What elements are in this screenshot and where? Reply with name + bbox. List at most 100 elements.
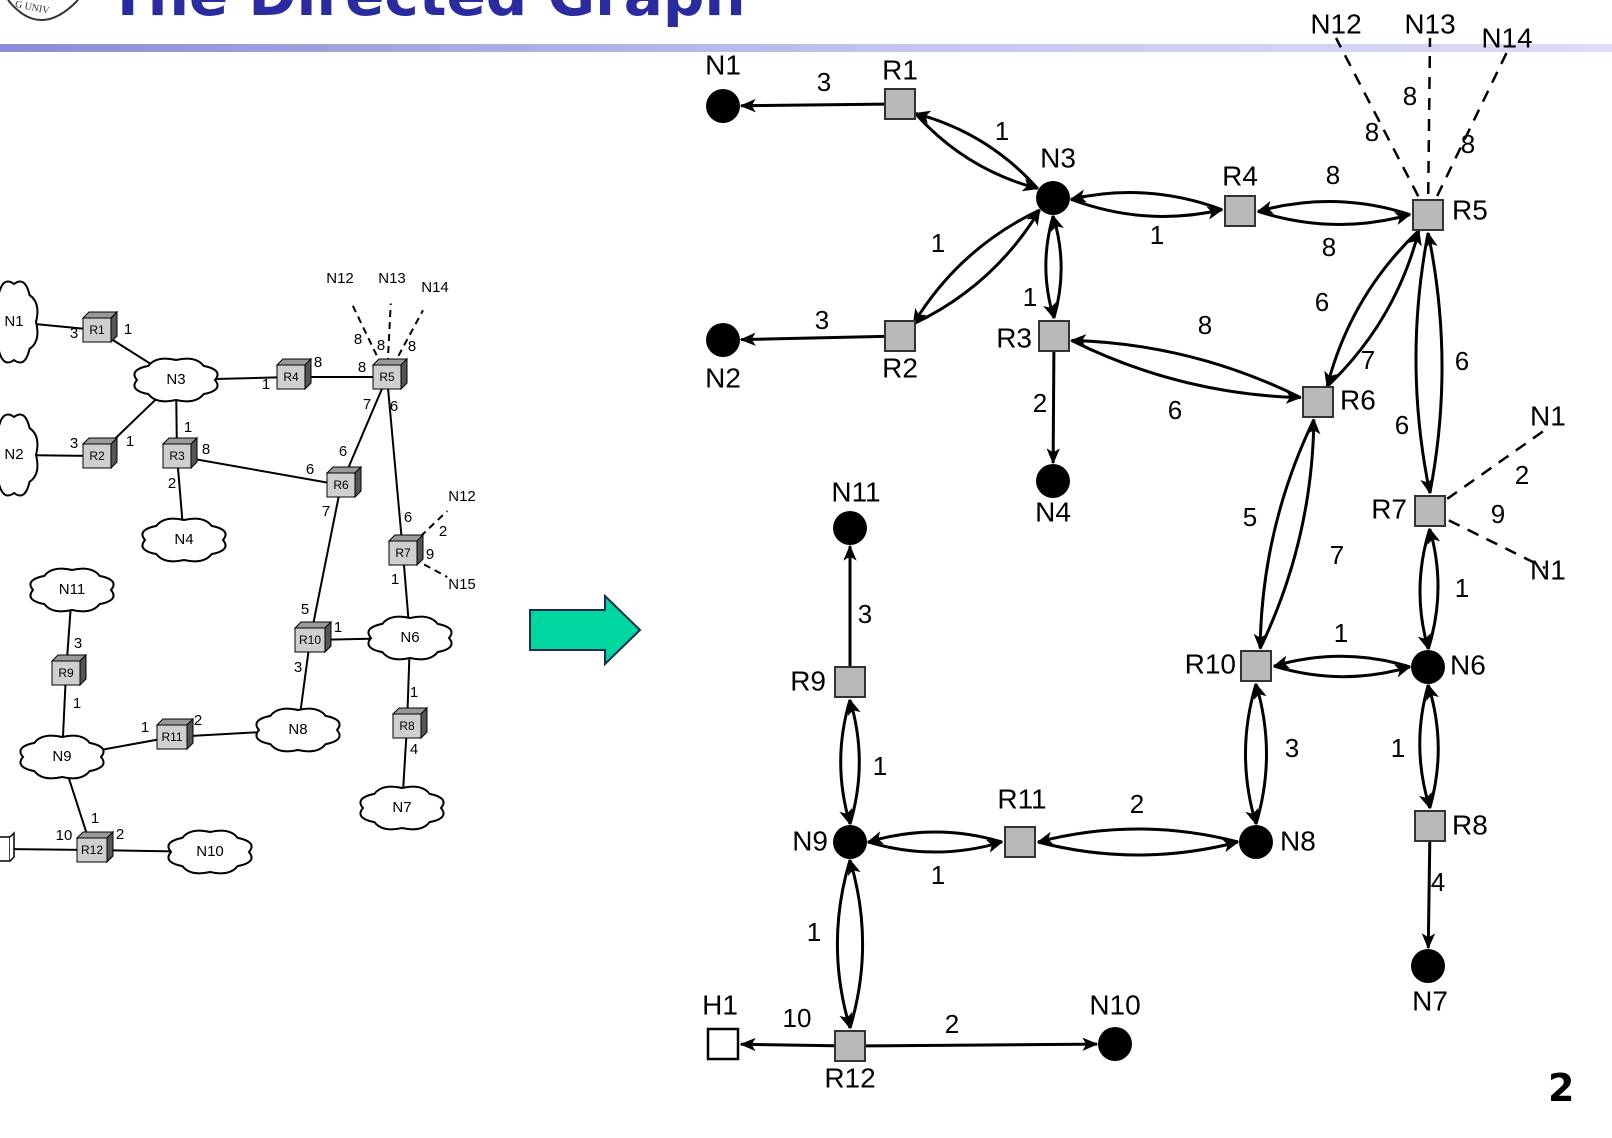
right-network-n2 [706, 323, 740, 357]
right-label-r4: R4 [1222, 160, 1258, 191]
right-edge-r1-n3-back [914, 110, 1039, 190]
right-router-r9 [834, 666, 866, 698]
right-label-n4: N4 [1035, 496, 1071, 527]
right-edge-r1-n1 [739, 98, 885, 113]
right-network-n9 [833, 825, 867, 859]
right-edge-r5-n13-weight: 8 [1403, 81, 1417, 111]
right-edge-r11-n8-weight-a: 2 [1130, 789, 1144, 819]
left-cloud-label-n4: N4 [174, 531, 193, 548]
left-weight-22: 5 [301, 601, 309, 618]
right-edge-r5-n14 [1426, 51, 1509, 216]
right-edge-r4-r5-weight-b: 8 [1322, 232, 1336, 262]
left-router-r2: R2 [81, 436, 119, 470]
right-edge-n9-r11-back [866, 830, 1003, 845]
right-edge-r12-n10-weight: 2 [945, 1009, 959, 1039]
right-edge-r4-r5-back [1256, 200, 1411, 217]
right-network-n7 [1411, 949, 1445, 983]
right-edge-r7-n15 [1429, 509, 1546, 570]
left-router-r8: R8 [391, 706, 429, 740]
right-edge-n9-r12-weight-a: 1 [807, 917, 821, 947]
right-edge-r7-n6-back [1426, 527, 1441, 650]
left-weight-33: 2 [116, 826, 124, 843]
right-router-r10 [1240, 650, 1272, 682]
left-weight-4: 1 [262, 376, 270, 393]
left-cloud-label-n10: N10 [196, 843, 224, 860]
left-cloud-n2 [0, 413, 39, 497]
right-edge-n9-r11-fwd [867, 839, 1004, 854]
right-edge-r1-n1-weight: 3 [817, 67, 831, 97]
left-weight-23: 1 [334, 619, 342, 636]
left-weight-5: 8 [314, 354, 322, 371]
right-label-r1: R1 [882, 54, 918, 85]
right-edge-r5-n14-weight: 8 [1461, 129, 1475, 159]
right-edge-r9-n9-back [847, 698, 861, 825]
left-router-r12: R12 [75, 830, 115, 864]
left-weight-8: 8 [202, 441, 210, 458]
right-edge-r1-n3-fwd [914, 112, 1039, 192]
right-edge-r12-h1-weight: 10 [783, 1003, 812, 1033]
left-weight-6: 8 [358, 359, 366, 376]
right-edge-r5-n13 [1426, 37, 1432, 216]
left-cloud-label-n3: N3 [166, 371, 185, 388]
right-label-n2: N2 [705, 362, 741, 393]
right-edge-r3-n4 [1046, 351, 1060, 465]
right-label-r6: R6 [1340, 384, 1376, 415]
left-router-label-r8: R8 [399, 719, 415, 733]
left-router-r9: R9 [50, 653, 88, 687]
left-weight-0: 3 [70, 325, 78, 342]
left-cloud-label-n1: N1 [4, 313, 23, 330]
right-label-n1: N1 [705, 49, 741, 80]
right-edge-r10-n8-back [1253, 682, 1268, 825]
right-network-n1 [706, 89, 740, 123]
left-cloud-label-n2: N2 [4, 446, 23, 463]
right-edge-r12-n10 [865, 1037, 1099, 1051]
right-edge-n9-r12-back [847, 858, 865, 1029]
left-external-label-n12: N12 [326, 270, 354, 287]
right-label-n3: N3 [1040, 142, 1076, 173]
right-edge-r7-n12b-weight: 2 [1515, 460, 1529, 490]
right-router-r7 [1414, 495, 1446, 527]
right-label-r10: R10 [1185, 648, 1236, 679]
slide-title: The Directed Graph [108, 0, 746, 24]
right-edge-r3-r6-fwd [1070, 339, 1302, 404]
left-router-r7: R7 [387, 533, 425, 567]
left-router-label-r4: R4 [283, 370, 299, 384]
left-cloud-n3 [133, 357, 219, 403]
right-router-r12 [834, 1030, 866, 1062]
right-edge-r7-n6-weight-a: 1 [1455, 573, 1469, 603]
right-edge-n3-r3-fwd [1043, 215, 1056, 320]
left-weight-26: 4 [410, 741, 418, 758]
right-edge-r11-n8-back [1036, 827, 1239, 845]
left-router-r4: R4 [275, 357, 313, 391]
right-network-n6 [1411, 650, 1445, 684]
right-edge-r7-n15-weight: 9 [1491, 499, 1505, 529]
left-cloud-label-n8: N8 [288, 721, 307, 738]
right-edge-n3-r3-weight-a: 1 [1023, 282, 1037, 312]
right-edge-r12-h1 [739, 1037, 835, 1052]
left-edge-r7-n12b [402, 510, 448, 554]
left-router-label-r1: R1 [89, 323, 105, 337]
right-label-n9: N9 [792, 825, 828, 856]
left-weight-24: 3 [294, 659, 302, 676]
left-cloud-n10 [167, 829, 253, 875]
right-edge-r2-n3-weight-a: 1 [931, 228, 945, 258]
left-cloud-label-n11: N11 [59, 581, 85, 598]
right-label-r11: R11 [997, 783, 1046, 814]
right-host-h1 [706, 1027, 740, 1061]
right-network-n3 [1036, 181, 1070, 215]
right-edge-r3-n4-weight: 2 [1033, 388, 1047, 418]
left-weight-11: 8 [377, 337, 385, 354]
left-external-label-n14: N14 [421, 279, 449, 296]
right-label-n11: N11 [831, 476, 880, 507]
left-router-label-r9: R9 [58, 666, 74, 680]
right-edge-r10-n8-fwd [1244, 683, 1259, 826]
left-edge-r3-r6 [176, 455, 342, 486]
right-label-r5: R5 [1452, 194, 1488, 225]
left-router-label-r7: R7 [395, 546, 411, 560]
left-cloud-n8 [255, 707, 341, 753]
left-router-r10: R10 [293, 620, 333, 654]
right-edge-r10-n6-weight-a: 1 [1334, 618, 1348, 648]
right-edge-r2-n3-fwd [912, 208, 1041, 326]
university-logo: G UNIV [0, 0, 100, 35]
